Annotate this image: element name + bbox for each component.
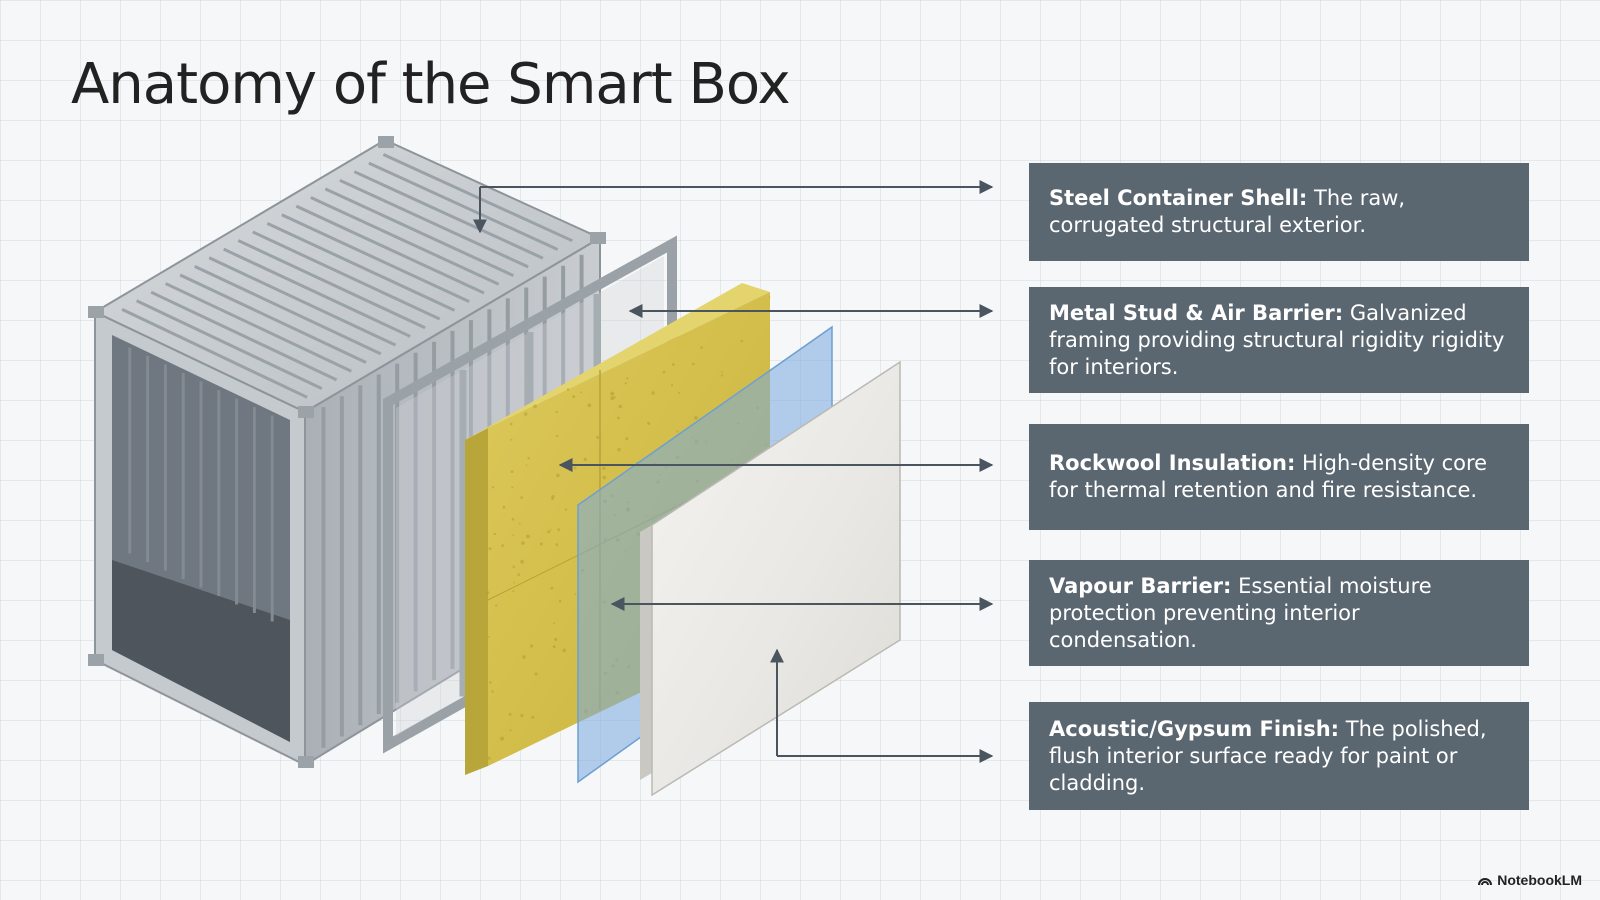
callout-rockwool-insulation: Rockwool Insulation: High-density core f… — [1029, 424, 1529, 530]
callout-steel-container-shell: Steel Container Shell: The raw, corrugat… — [1029, 163, 1529, 261]
notebooklm-logo-icon — [1478, 878, 1493, 886]
callout-description: The raw, corrugated structural exterior. — [1049, 186, 1406, 237]
page-title: Anatomy of the Smart Box — [71, 52, 791, 117]
container-interior-floor — [112, 560, 290, 742]
callout-description: Galvanized framing providing structural … — [1049, 300, 1505, 379]
callout-vapour-barrier: Vapour Barrier: Essential moisture prote… — [1029, 560, 1529, 666]
callout-term: Steel Container Shell: — [1049, 186, 1308, 210]
callout-term: Vapour Barrier: — [1049, 573, 1232, 598]
brand-label: NotebookLM — [1497, 872, 1582, 888]
callout-acoustic-gypsum-finish: Acoustic/Gypsum Finish: The polished, fl… — [1029, 702, 1529, 810]
leader-lines — [473, 180, 994, 763]
callout-term: Metal Stud & Air Barrier: — [1049, 300, 1344, 325]
callout-description: High-density core for thermal retention … — [1049, 451, 1488, 502]
steel-container-shell — [88, 136, 606, 768]
callout-term: Acoustic/Gypsum Finish: — [1049, 716, 1340, 741]
callout-term: Rockwool Insulation: — [1049, 451, 1296, 475]
callout-description: The polished, flush interior surface rea… — [1049, 716, 1487, 795]
callout-description: Essential moisture protection preventing… — [1049, 573, 1432, 652]
notebooklm-brand: NotebookLM — [1478, 872, 1582, 888]
callout-metal-stud-air-barrier: Metal Stud & Air Barrier: Galvanized fra… — [1029, 287, 1529, 393]
